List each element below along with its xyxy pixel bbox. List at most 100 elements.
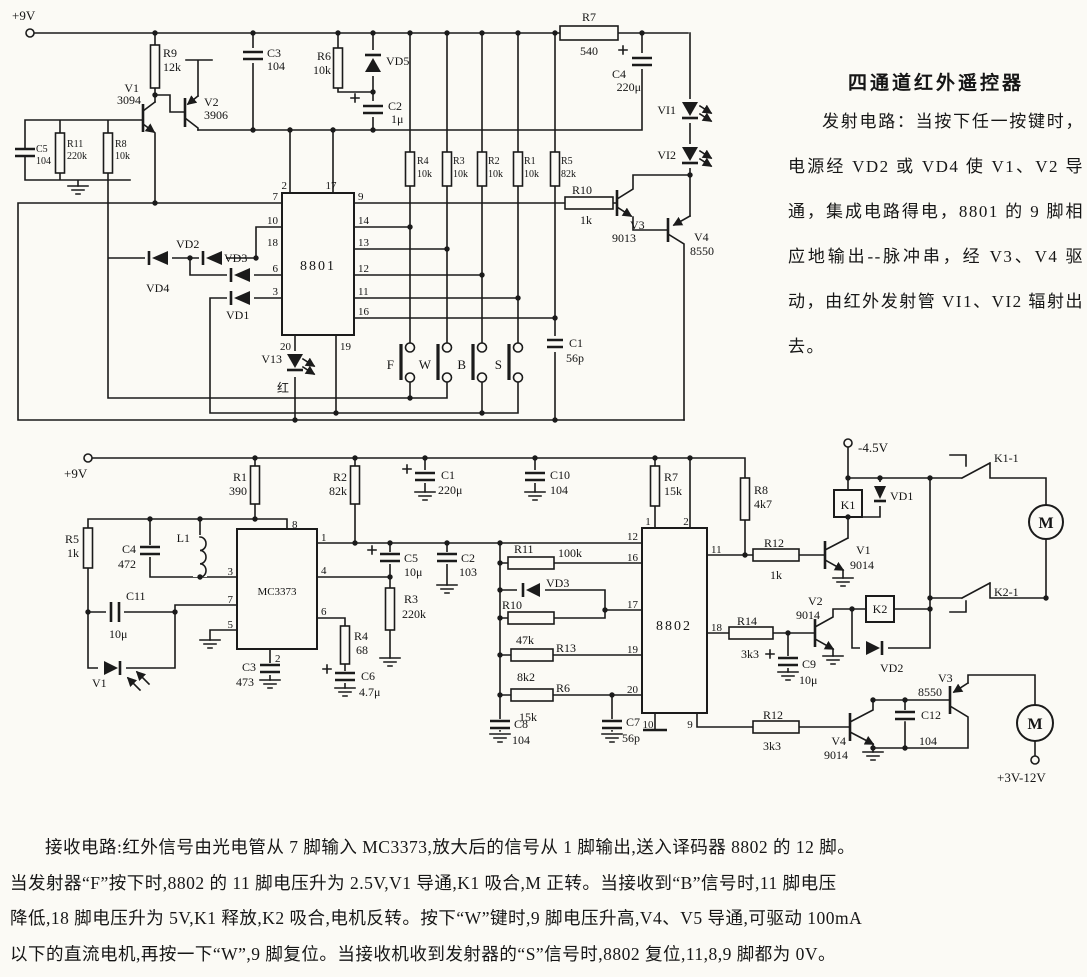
rx-relay-k1-label: K1 (841, 498, 856, 512)
rx-c7-name: C7 (626, 715, 640, 729)
tx-pin-label: 7 (273, 191, 279, 203)
tx-diode-vd5 (362, 50, 384, 76)
tx-r9-value: 12k (163, 60, 181, 74)
rx-c4-name: C4 (122, 542, 136, 556)
rx-8802-pin-label: 1 (645, 516, 651, 528)
rx-c9-value: 10μ (799, 673, 817, 687)
tx-vd1-label: VD1 (226, 308, 249, 322)
rx-c4-value: 472 (118, 557, 136, 571)
tx-pin-label: 17 (326, 180, 338, 192)
rx-cap-c7 (600, 719, 624, 730)
tx-diode-vd4 (145, 250, 172, 267)
rx-r14-value: 3k3 (741, 647, 759, 661)
tx-resistor-r10 (564, 196, 614, 210)
tx-button-f-label: F (387, 357, 394, 372)
rx-resistor-r13 (510, 648, 554, 662)
tx-resistor-r3 (441, 151, 453, 187)
rx-c2-name: C2 (461, 551, 475, 565)
rx-r3-value: 220k (402, 607, 426, 621)
rx-r10-name: R10 (502, 598, 522, 612)
rx-contact-k21-label: K2-1 (994, 585, 1019, 599)
rx-r14-name: R14 (737, 614, 757, 628)
tx-c4-value: 220μ (617, 80, 641, 94)
rx-diode-vd1 (872, 482, 889, 506)
tx-r2-name: R2 (488, 156, 500, 167)
rx-cap-c8 (488, 719, 512, 730)
rx-c10-value: 104 (550, 483, 568, 497)
rx-r2-value: 82k (329, 484, 347, 498)
rx-mc-pin-label: 1 (321, 532, 327, 544)
rx-8802-pin-label: 12 (627, 531, 638, 543)
tx-c1-name: C1 (569, 336, 583, 350)
tx-vd5-label: VD5 (386, 54, 409, 68)
rx-diode-vd2 (860, 640, 888, 657)
tx-c3-name: C3 (267, 46, 281, 60)
rx-8802-pin-label: 11 (711, 544, 722, 556)
tx-v1-value: 3094 (117, 93, 141, 107)
tx-pin-label: 10 (267, 215, 279, 227)
tx-pin-label: 16 (358, 306, 370, 318)
tx-r6-value: 10k (313, 63, 331, 77)
tx-r4-name: R4 (417, 156, 429, 167)
rx-cap-c3 (258, 663, 282, 675)
rx-resistor-r12b (752, 720, 800, 734)
rx-resistor-r1 (249, 465, 261, 505)
tx-button-b[interactable] (471, 342, 488, 383)
rx-resistor-r8 (739, 477, 751, 521)
rx-vd2-label: VD2 (880, 661, 903, 675)
tx-r8-name: R8 (115, 139, 127, 150)
tx-resistor-r1 (512, 151, 524, 187)
tx-c2-name: C2 (388, 99, 402, 113)
rx-r4-value: 68 (356, 643, 368, 657)
tx-c1-value: 56p (566, 351, 584, 365)
rx-c10-name: C10 (550, 468, 570, 482)
tx-pin-label: 2 (282, 180, 288, 192)
rx-c8-value: 104 (512, 733, 530, 747)
transmitter-circuit: +9V R9 12k V1 3094 V2 3906 C5 104 R11 22… (12, 8, 714, 423)
tx-ground (67, 185, 89, 195)
tx-button-s[interactable] (507, 342, 524, 383)
rx-c11-name: C11 (126, 589, 146, 603)
tx-pin-label: 3 (273, 286, 279, 298)
tx-r4-value: 10k (417, 169, 432, 180)
rx-r13-value: 8k2 (517, 670, 535, 684)
tx-resistor-r2 (476, 151, 488, 187)
rx-c12-value: 104 (919, 734, 937, 748)
rx-r2-name: R2 (333, 470, 347, 484)
tx-button-b-label: B (457, 357, 466, 372)
rx-resistor-r3 (384, 587, 396, 631)
rx-r5-name: R5 (65, 532, 79, 546)
tx-pin-label: 9 (358, 191, 364, 203)
tx-r11-value: 220k (67, 151, 87, 162)
tx-junctions (152, 30, 693, 423)
tx-vd2-label: VD2 (176, 237, 199, 251)
rx-r8-name: R8 (754, 483, 768, 497)
rx-vd3-label: VD3 (546, 576, 569, 590)
rx-v4t-name: V4 (831, 734, 846, 748)
rx-resistor-r7 (649, 465, 661, 507)
rx-r12a-name: R12 (764, 536, 784, 550)
rx-c1-name: C1 (441, 468, 455, 482)
tx-c4-name: C4 (612, 67, 626, 81)
rx-resistor-r5 (82, 527, 94, 569)
tx-resistor-r8 (102, 132, 114, 174)
rx-ic-mc3373 (236, 528, 318, 650)
rx-motor-m1 (1028, 504, 1064, 540)
tx-r8-value: 10k (115, 151, 130, 162)
tx-button-w[interactable] (436, 342, 453, 383)
tx-v2-name: V2 (204, 95, 219, 109)
tx-v4-value: 8550 (690, 244, 714, 258)
tx-button-f[interactable] (399, 342, 416, 383)
rx-ic-8802-label: 8802 (656, 619, 692, 634)
rx-8802-pin-label: 18 (711, 622, 723, 634)
rx-resistor-r14 (728, 626, 774, 640)
tx-r5-value: 82k (561, 169, 576, 180)
rx-motor-m2-label: M (1027, 716, 1042, 733)
tx-cap-c4 (618, 45, 654, 69)
rx-c11-value: 10μ (109, 627, 127, 641)
description-line: 接收电路:红外信号由光电管从 7 脚输入 MC3373,放大后的信号从 1 脚输… (45, 837, 856, 857)
rx-vd1-label: VD1 (890, 489, 913, 503)
tx-v13-name: V13 (261, 352, 282, 366)
rx-c6-value: 4.7μ (359, 685, 380, 699)
rx-c7-value: 56p (622, 731, 640, 745)
